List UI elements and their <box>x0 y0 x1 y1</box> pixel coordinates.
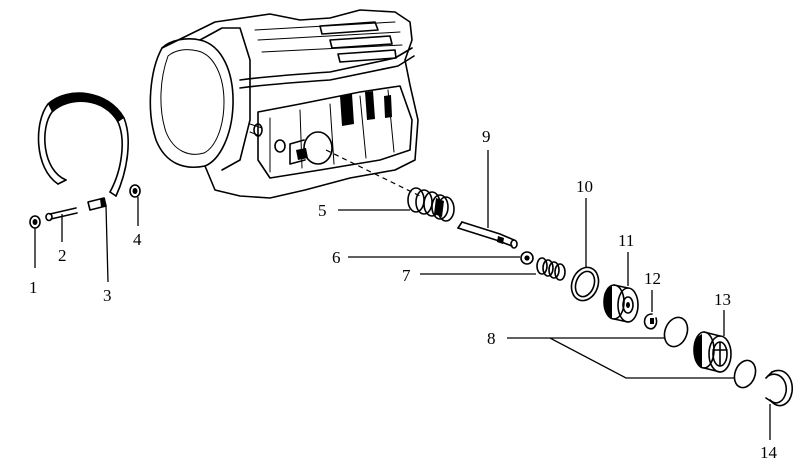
callout-1: 1 <box>29 278 38 297</box>
part-14-retaining-ring <box>765 369 794 407</box>
callout-4: 4 <box>133 230 142 249</box>
part-8-o-ring-upper <box>663 316 689 348</box>
part-10-seal-ring <box>570 266 600 302</box>
callout-11: 11 <box>618 231 634 250</box>
callout-6: 6 <box>332 248 341 267</box>
transmission-housing <box>149 9 419 199</box>
part-9-rod <box>457 221 518 249</box>
callout-2: 2 <box>58 246 67 265</box>
part-1-nut <box>29 215 41 229</box>
alignment-line <box>325 149 421 197</box>
callout-8: 8 <box>487 329 496 348</box>
callout-12: 12 <box>644 269 661 288</box>
part-3-strut <box>87 197 107 211</box>
callout-5: 5 <box>318 201 327 220</box>
part-11-piston <box>603 284 639 323</box>
part-12-snap-ring <box>643 313 658 330</box>
callout-3: 3 <box>103 286 112 305</box>
callout-numbers: 1 2 3 4 5 6 7 8 9 10 11 12 13 14 <box>29 127 778 462</box>
leader-lines <box>34 150 771 440</box>
part-5-spring <box>407 187 455 222</box>
part-6-washer <box>520 251 534 265</box>
part-8-o-ring-lower <box>733 359 757 389</box>
callout-10: 10 <box>576 177 593 196</box>
callout-14: 14 <box>760 443 778 462</box>
callout-7: 7 <box>402 266 411 285</box>
part-13-cover <box>693 331 732 373</box>
callout-9: 9 <box>482 127 491 146</box>
part-7-spring <box>536 257 566 281</box>
part-2-pin <box>45 207 78 222</box>
callout-13: 13 <box>714 290 731 309</box>
brake-band <box>37 92 129 197</box>
part-4-nut <box>129 184 141 198</box>
